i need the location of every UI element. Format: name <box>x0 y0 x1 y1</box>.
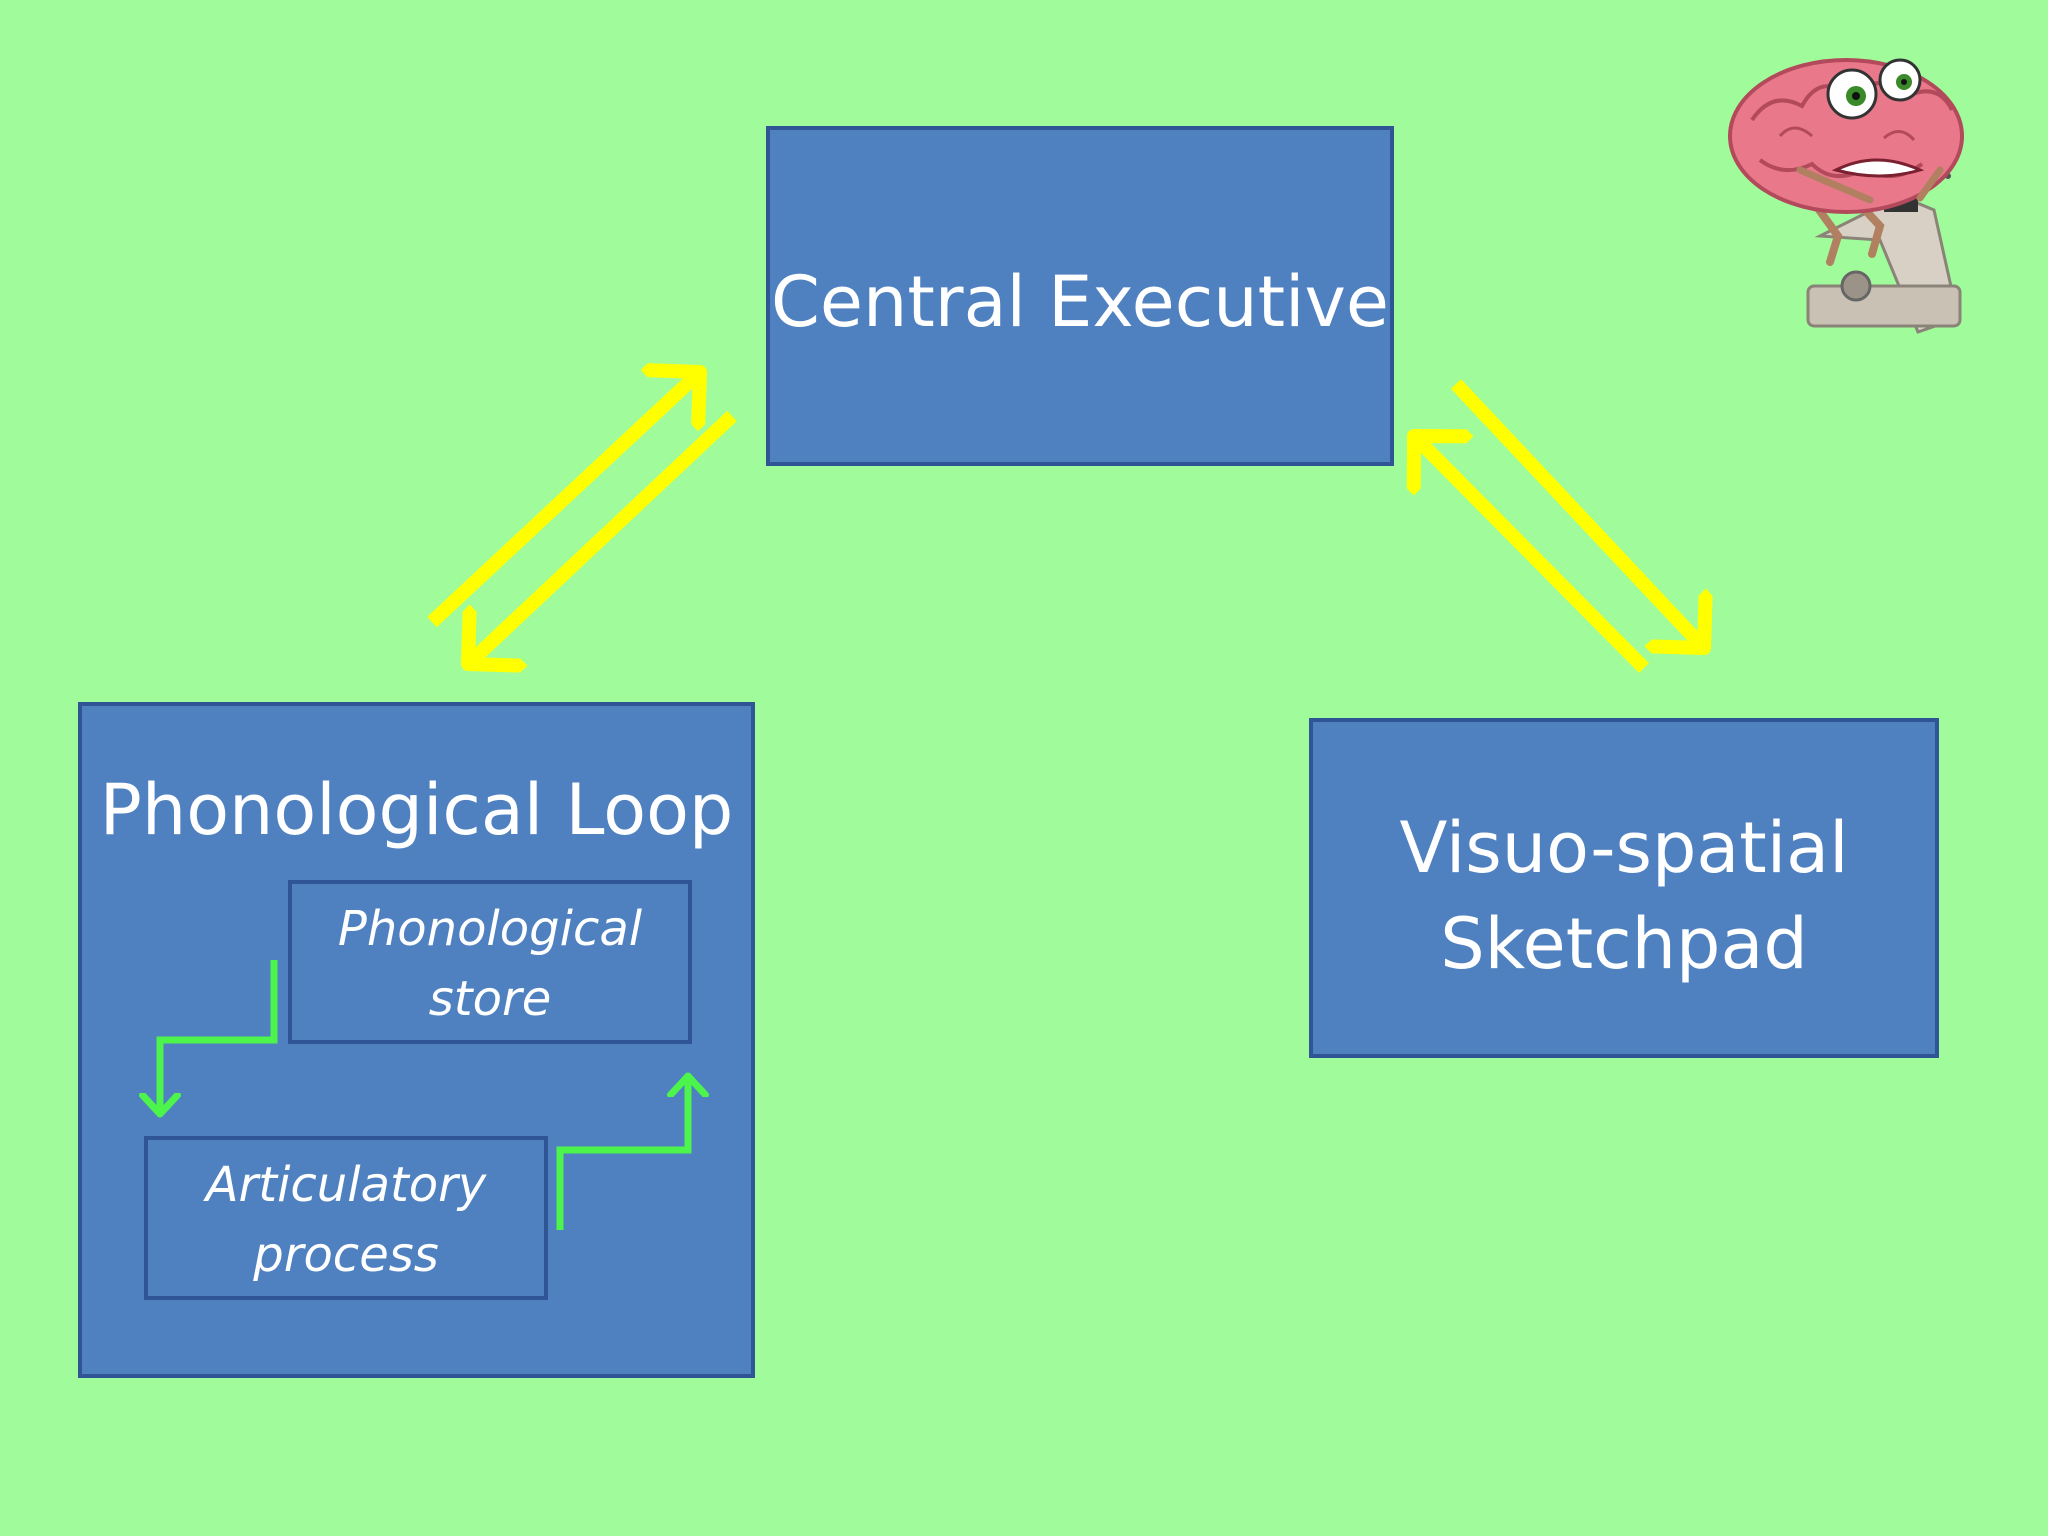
phonological-loop-box: Phonological Loop Phonological store Art… <box>78 702 755 1378</box>
articulatory-process-box: Articulatory process <box>144 1136 548 1300</box>
arrow-executive-to-sketchpad <box>1450 379 1704 648</box>
visuo-spatial-line1: Visuo-spatial <box>1399 807 1849 889</box>
brain-on-exercise-bike-icon <box>1728 58 1964 334</box>
visuo-spatial-line2: Sketchpad <box>1440 903 1808 985</box>
articulatory-process-line2: process <box>253 1227 439 1283</box>
central-executive-box: Central Executive <box>766 126 1394 466</box>
phonological-store-label: Phonological store <box>292 894 688 1034</box>
phonological-loop-title: Phonological Loop <box>99 769 734 851</box>
visuo-spatial-sketchpad-box: Visuo-spatial Sketchpad <box>1309 718 1939 1058</box>
articulatory-process-label: Articulatory process <box>148 1150 544 1290</box>
phonological-store-line2: store <box>428 971 552 1027</box>
arrow-sketchpad-to-executive <box>1414 436 1649 673</box>
arrow-loop-to-executive <box>427 372 700 628</box>
central-executive-title: Central Executive <box>771 261 1389 343</box>
visuo-spatial-sketchpad-title: Visuo-spatial Sketchpad <box>1313 800 1935 992</box>
phonological-store-box: Phonological store <box>288 880 692 1044</box>
arrow-executive-to-loop <box>468 410 737 664</box>
articulatory-process-line1: Articulatory <box>205 1157 487 1213</box>
phonological-store-line1: Phonological <box>337 901 643 957</box>
